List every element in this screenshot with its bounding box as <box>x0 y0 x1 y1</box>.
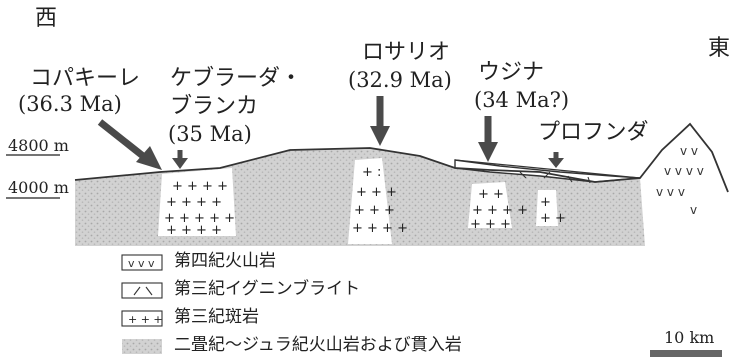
svg-text:v v v v: v v v v <box>664 164 704 178</box>
surface-line <box>74 122 729 193</box>
west-label: 西 <box>35 6 58 31</box>
svg-text:v: v <box>690 203 697 217</box>
svg-text:+ + + +: + + + + <box>172 179 228 194</box>
svg-text:+: + <box>540 195 551 210</box>
quaternary-volcano <box>640 124 728 246</box>
site-name-ujina: ウジナ <box>478 60 545 85</box>
site-age-rosario: (32.9 Ma) <box>348 68 452 92</box>
legend-label-tertiary-porphyry: 第三紀斑岩 <box>174 307 259 327</box>
site-name-quebrada-blanca-line1: ケブラーダ・ <box>170 66 303 91</box>
scale-bar-label: 10 km <box>664 328 715 347</box>
svg-text:v v v: v v v <box>656 185 685 199</box>
site-name-profunda: プロフンダ <box>538 120 649 145</box>
site-name-rosario: ロサリオ <box>362 40 451 65</box>
site-age-ujina: (34 Ma?) <box>474 88 570 112</box>
elevation-label-4000: 4000 m <box>8 178 69 197</box>
porphyry-small <box>536 190 558 226</box>
arrows <box>97 96 564 170</box>
plus-marks: + + + + + + + + + + + + + + + + + + : + … <box>164 165 566 238</box>
legend-swatch-plus <box>121 310 163 327</box>
arrow-profunda <box>548 152 564 168</box>
svg-text:+ + + + +: + + + + + <box>164 211 235 226</box>
svg-text:+ +: + + <box>478 187 504 202</box>
svg-text:v v v: v v v <box>128 257 155 270</box>
site-name-quebrada-blanca-line2: ブランカ <box>170 94 259 119</box>
legend-swatches: v v v + + + <box>121 254 163 354</box>
svg-text:+ + + +: + + + + <box>352 221 408 236</box>
svg-text:+ + +: + + + <box>354 203 395 218</box>
site-age-copaquire: (36.3 Ma) <box>18 92 122 116</box>
porphyry-ujina <box>468 182 512 228</box>
ignimbrite-top-line <box>454 159 641 179</box>
arrow-copaquire <box>97 119 162 170</box>
legend-swatch-slash <box>121 282 163 299</box>
arrow-ujina <box>478 116 498 162</box>
svg-text:+ + +: + + + <box>470 217 511 232</box>
porphyry-copaquire <box>158 168 236 236</box>
site-name-copaquire: コパキーレ <box>30 66 141 91</box>
porphyry-rosario <box>348 158 392 244</box>
svg-text:+ + + +: + + + + <box>166 195 222 210</box>
v-marks: v v v v v v v v v v <box>656 144 704 217</box>
basement-stipple <box>75 124 728 246</box>
slash-marks <box>519 171 591 184</box>
elevation-label-4800: 4800 m <box>8 136 69 155</box>
legend-label-tertiary-ignimbrite: 第三紀イグニンブライト <box>174 279 361 299</box>
arrow-rosario <box>370 96 390 146</box>
east-label: 東 <box>708 36 731 61</box>
arrow-quebrada-blanca <box>172 150 188 169</box>
scale-bar <box>650 350 722 357</box>
site-age-quebrada-blanca: (35 Ma) <box>168 122 252 146</box>
legend-label-basement: 二畳紀～ジュラ紀火山岩および貫入岩 <box>174 335 462 355</box>
svg-text:+ + +: + + + <box>356 185 397 200</box>
svg-text:+ :: + : <box>362 165 381 180</box>
svg-text:+ +: + + <box>540 211 566 226</box>
svg-text:+ + + +: + + + + <box>166 223 222 238</box>
legend-swatch-v <box>121 254 163 271</box>
svg-text:+ + +: + + + <box>128 313 163 326</box>
svg-text:+ + + +: + + + + <box>472 203 528 218</box>
legend-label-quaternary-volcanics: 第四紀火山岩 <box>174 251 276 271</box>
legend-swatch-stipple <box>122 339 162 354</box>
svg-text:v v: v v <box>680 144 698 158</box>
